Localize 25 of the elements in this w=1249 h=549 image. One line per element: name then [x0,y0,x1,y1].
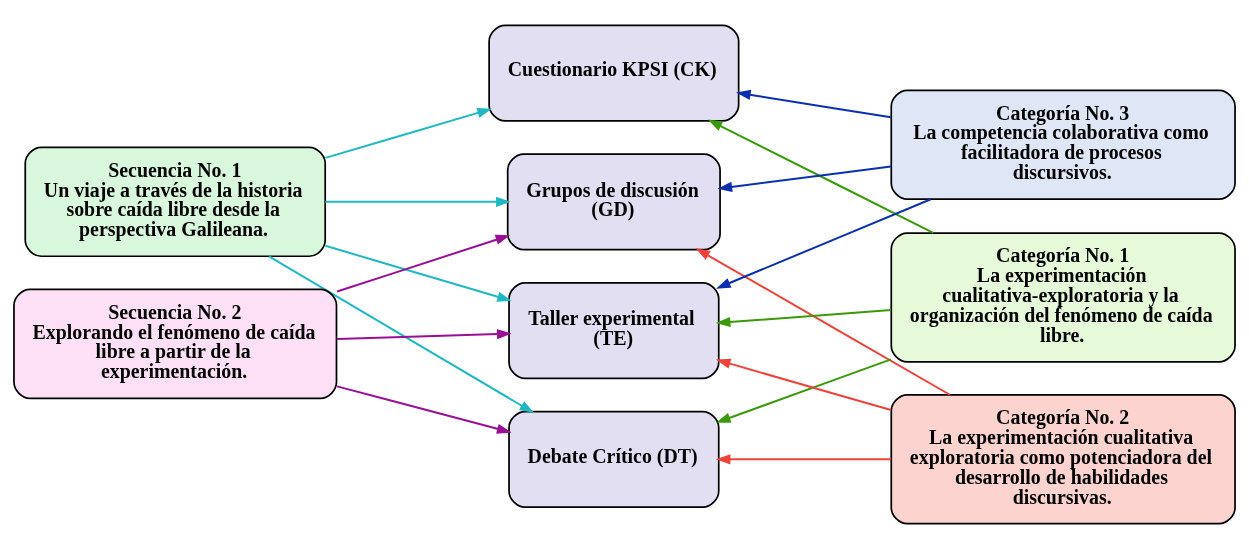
arrow [715,309,892,328]
node-box: Categoría No. 2 La experimentación cualitativa exploratoria como potenciadora del desarrollo de habilidades discursivas. [890,394,1236,525]
arrow [695,248,951,396]
arrow [324,196,511,207]
arrow [715,454,892,465]
node-box: Secuencia No. 1 Un viaje a través de la historia sobre caída libre desde la perspectiva Galileana. [24,146,327,258]
node-box: Categoría No. 1 La experimentación cualitativa-exploratoria y la organización del fenómeno de caída libre. [890,232,1236,363]
arrow [715,358,892,412]
arrow [324,244,512,302]
arrow [715,358,892,423]
arrow [716,198,932,289]
node-box: Secuencia No. 2 Explorando el fenómeno de caída libre a partir de la experimentación. [13,288,338,400]
arrow [324,107,492,159]
arrow [736,89,892,119]
arrow [268,255,535,414]
node-box: Taller experimental (TE) [508,281,720,380]
arrow [707,119,935,234]
node-box: Cuestionario KPSI (CK) [488,24,740,122]
node-box: Categoría No. 3 La competencia colaborativa como facilitadora de procesos discursivos. [890,89,1236,201]
arrow [336,234,511,293]
node-box: Debate Crítico (DT) [508,410,720,508]
arrow [336,385,512,434]
node-box: Grupos de discusión (GD) [506,153,721,251]
arrow [717,165,892,192]
arrow [336,328,512,340]
